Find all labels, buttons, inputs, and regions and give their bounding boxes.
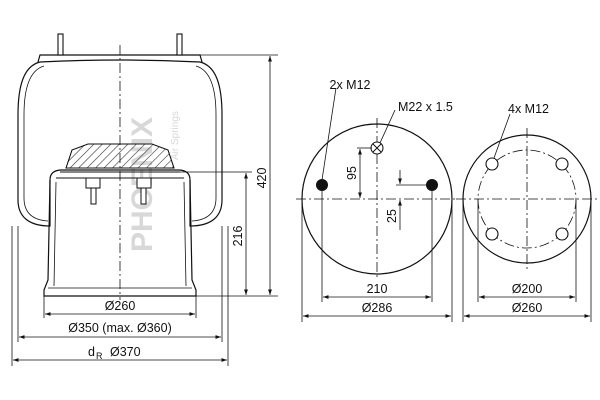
dim-bellow-dia: Ø350 (max. Ø360) bbox=[68, 321, 172, 335]
brand-tagline: Air Springs bbox=[170, 111, 181, 160]
bottom-bolt-hole bbox=[485, 227, 499, 241]
bottom-plate-view: 4x M12 Ø200 Ø260 bbox=[456, 102, 598, 322]
dim-offset-small: 25 bbox=[385, 209, 399, 223]
dim-height-piston: 216 bbox=[231, 226, 245, 247]
top-plate-view: 2x M12 M22 x 1.5 95 25 210 Ø286 bbox=[296, 78, 458, 322]
top-studs bbox=[57, 33, 183, 56]
dim-offset-vertical: 95 bbox=[345, 166, 359, 180]
bellow-outline bbox=[17, 61, 223, 227]
piston bbox=[43, 169, 197, 297]
bottom-bolt-hole bbox=[485, 157, 499, 171]
dim-rolling-dia: d R Ø370 bbox=[88, 345, 141, 361]
svg-text:Ø370: Ø370 bbox=[110, 345, 141, 359]
label-top-bolts: 2x M12 bbox=[330, 78, 371, 92]
dim-height-total: 420 bbox=[255, 168, 269, 189]
brand-watermark: PHOENIX Air Springs bbox=[126, 111, 181, 252]
center-thread-hole bbox=[370, 141, 384, 155]
svg-text:d: d bbox=[88, 345, 95, 359]
top-bolt-hole-left bbox=[316, 179, 328, 191]
label-bottom-bolts: 4x M12 bbox=[508, 102, 549, 116]
dim-bolt-spacing: 210 bbox=[367, 282, 388, 296]
dim-top-plate-dia: Ø286 bbox=[362, 301, 393, 315]
piston-studs bbox=[85, 177, 152, 205]
bottom-bolt-hole bbox=[555, 227, 569, 241]
top-bolt-hole-right bbox=[426, 179, 438, 191]
dim-bolt-circle: Ø200 bbox=[512, 282, 543, 296]
label-center-thread: M22 x 1.5 bbox=[398, 100, 453, 114]
dim-bottom-plate-dia: Ø260 bbox=[512, 301, 543, 315]
side-view: PHOENIX Air Springs bbox=[11, 33, 278, 366]
bottom-bolt-hole bbox=[555, 157, 569, 171]
svg-text:R: R bbox=[96, 351, 103, 361]
dim-piston-dia: Ø260 bbox=[105, 299, 136, 313]
